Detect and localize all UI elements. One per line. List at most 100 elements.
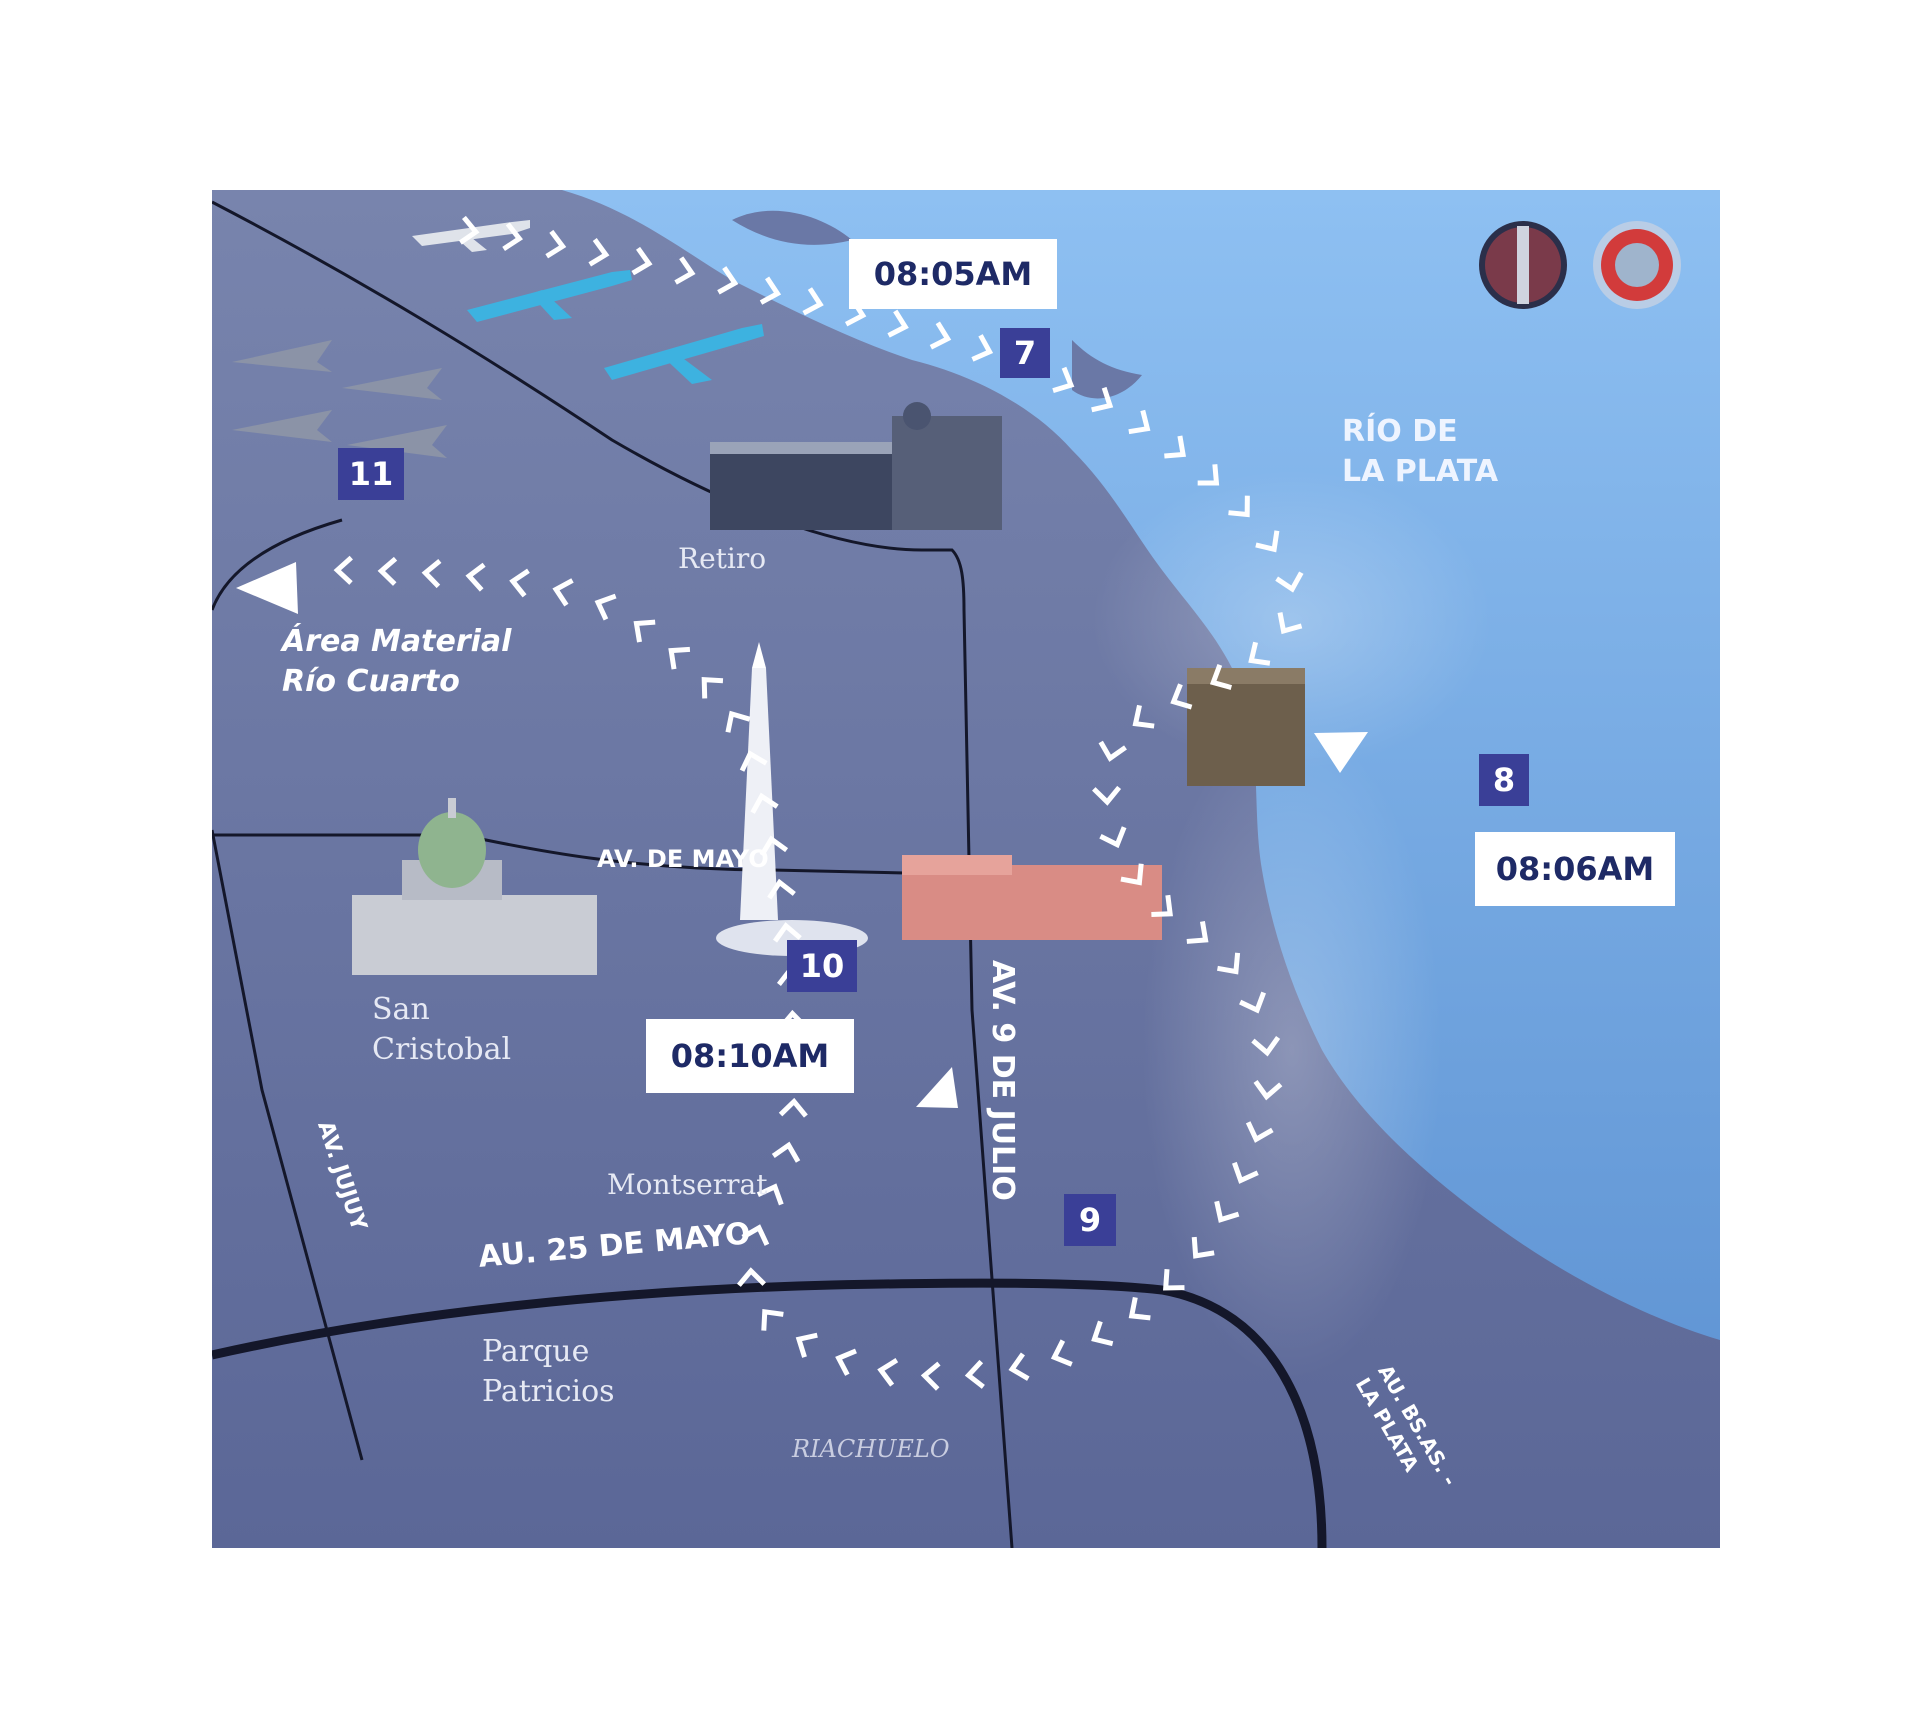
congress-building-icon (352, 798, 597, 975)
stop-number-11: 11 (338, 448, 404, 500)
route-chevron (1209, 664, 1232, 690)
route-chevron (920, 1361, 941, 1391)
route-chevron (802, 287, 824, 316)
stop-number-10: 10 (787, 940, 857, 992)
time-label-8: 08:06AM (1475, 832, 1675, 906)
route-chevron (835, 1348, 857, 1376)
neighborhood-label-san-cristobal: San Cristobal (372, 990, 511, 1070)
route-chevron (771, 1141, 801, 1163)
road-west-a (212, 518, 343, 611)
route-chevron (1232, 1161, 1259, 1184)
route-chevron (1217, 952, 1241, 975)
route-chevron (1239, 991, 1266, 1014)
route-chevron (1277, 612, 1303, 635)
route-chevron (1255, 530, 1280, 553)
route-chevron (1228, 495, 1250, 518)
road-au-25-de-mayo (212, 1278, 1327, 1548)
route-chevron (750, 792, 779, 814)
map-canvas (212, 190, 1720, 1548)
direction-arrow-icon-2 (1314, 732, 1368, 773)
route-chevron (1197, 464, 1220, 486)
route-chevron (1120, 863, 1144, 886)
route-chevron (756, 1183, 784, 1206)
route-chevron (1092, 785, 1122, 806)
route-chevron (545, 229, 567, 259)
route-chevron (633, 619, 656, 643)
station-building-icon (710, 402, 1002, 530)
coast-detail-2 (1072, 340, 1142, 399)
route-chevron (701, 676, 724, 699)
route-chevron (631, 246, 653, 276)
road-retiro-link (922, 548, 966, 611)
route-chevron (377, 556, 398, 586)
water-label-line-2: LA PLATA (1342, 454, 1499, 489)
parque-patricios-line-2: Patricios (482, 1374, 615, 1409)
route-chevron (971, 334, 994, 362)
destination-label: Área Material Río Cuarto (282, 622, 511, 702)
coast-detail (732, 210, 852, 245)
flight-route (333, 215, 1304, 1391)
route-chevron (1008, 1352, 1030, 1381)
direction-arrow-icon-3 (916, 1067, 958, 1108)
route-chevron (1091, 386, 1114, 413)
route-chevron (1191, 1236, 1215, 1259)
route-chevron (594, 593, 617, 621)
road-west-b (212, 829, 364, 1461)
neighborhood-label-riachuelo: RIACHUELO (792, 1435, 950, 1463)
route-chevron (668, 646, 691, 670)
stop-number-7: 7 (1000, 328, 1050, 378)
destination-line-2: Río Cuarto (282, 664, 460, 699)
route-chevron (759, 276, 782, 305)
route-chevron (736, 1267, 767, 1287)
route-chevron (421, 559, 442, 589)
route-chevron (1275, 571, 1304, 593)
route-chevron (887, 309, 909, 338)
route-chevron (1214, 1200, 1240, 1223)
water-label: RÍO DE LA PLATA (1342, 412, 1498, 492)
fighter-jet-icon (232, 340, 447, 458)
neighborhood-label-montserrat: Montserrat (607, 1168, 768, 1201)
route-chevron (674, 256, 696, 285)
airliner-icon-2 (467, 270, 632, 322)
avenue-label-de-mayo: AV. DE MAYO (597, 845, 769, 873)
avenue-label-9-de-julio: AV. 9 DE JULIO (985, 960, 1020, 1201)
route-chevron (1128, 409, 1151, 435)
parque-patricios-line-1: Parque (482, 1334, 590, 1369)
san-cristobal-line-2: Cristobal (372, 1032, 512, 1067)
route-chevron (1245, 1121, 1274, 1143)
route-chevron (552, 578, 574, 607)
route-chevron (1253, 1079, 1283, 1101)
san-cristobal-line-1: San (372, 992, 430, 1027)
route-chevron (717, 266, 739, 295)
route-map: 08:05AM 08:06AM 08:10AM 7 8 9 10 11 RÍO … (212, 190, 1720, 1548)
route-chevron (759, 835, 789, 857)
route-chevron (767, 878, 796, 900)
emblem-icon-2 (1593, 221, 1681, 309)
route-chevron (1099, 826, 1127, 849)
route-chevron (1151, 894, 1173, 917)
neighborhood-label-retiro: Retiro (678, 542, 767, 575)
neighborhood-label-parque-patricios: Parque Patricios (482, 1332, 615, 1412)
route-chevron (1248, 641, 1271, 666)
route-chevron (929, 321, 952, 350)
route-chevron (1163, 1269, 1185, 1291)
route-chevron (1052, 366, 1075, 393)
time-label-10: 08:10AM (646, 1019, 854, 1093)
route-chevron (1128, 1296, 1151, 1321)
destination-line-1: Área Material (282, 624, 512, 659)
route-chevron (761, 1308, 784, 1331)
route-chevron (465, 562, 486, 592)
route-chevron (588, 238, 610, 267)
route-glow-2 (1142, 720, 1442, 1380)
stop-number-8: 8 (1479, 754, 1529, 806)
route-chevron (725, 710, 751, 733)
casa-rosada-icon (902, 855, 1162, 940)
emblem-icon (1479, 221, 1567, 309)
route-chevron (1164, 435, 1186, 459)
route-chevron (1186, 921, 1209, 944)
route-chevron (1050, 1339, 1073, 1367)
time-label-7: 08:05AM (849, 239, 1057, 309)
route-chevron (509, 568, 530, 598)
route-chevron (1091, 1320, 1114, 1347)
airliner-icon-3 (604, 324, 764, 384)
